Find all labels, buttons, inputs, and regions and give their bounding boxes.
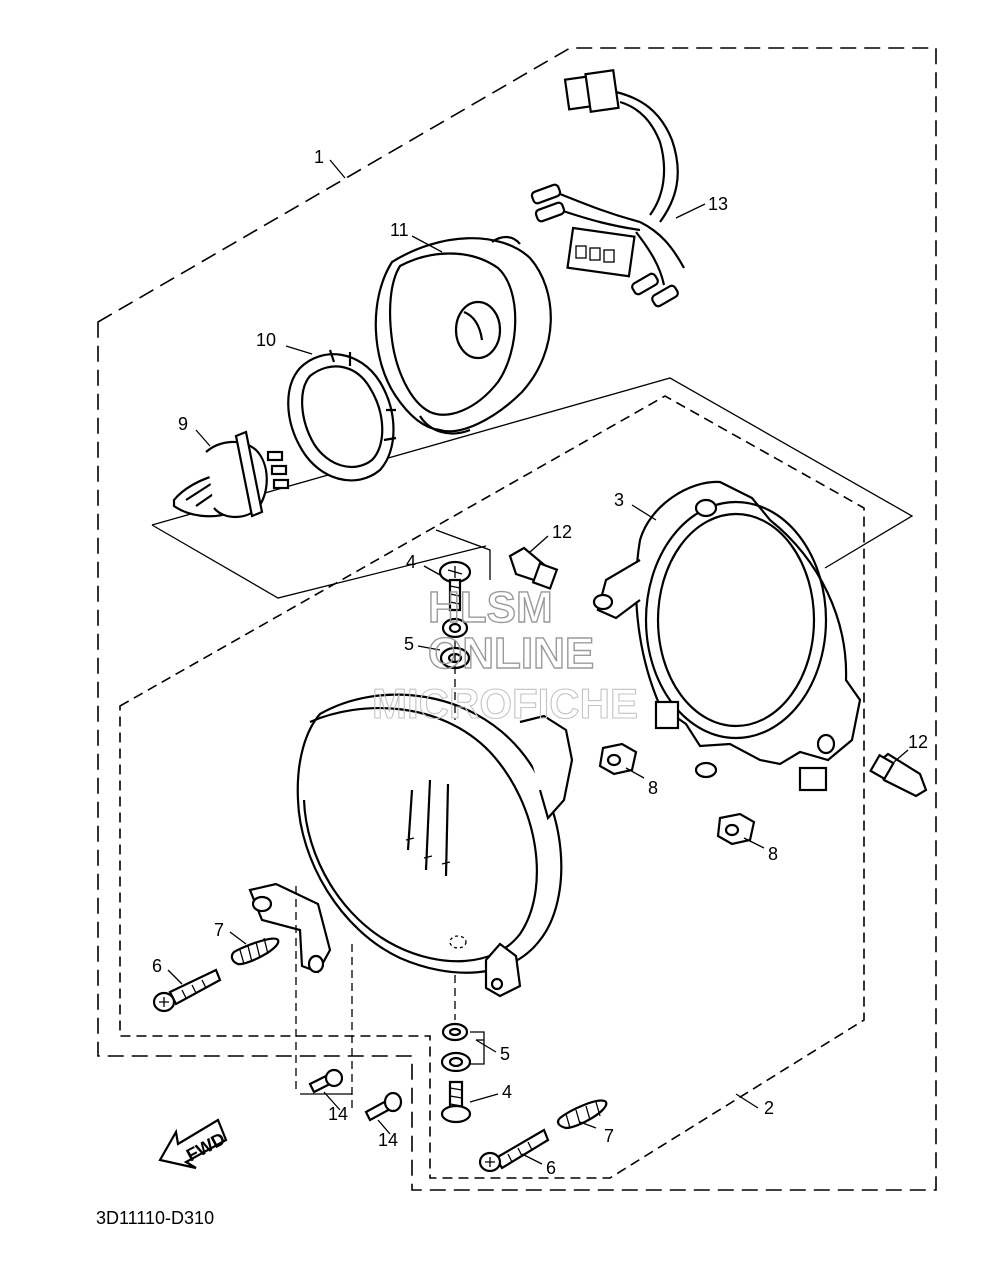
diagram-code: 3D11110-D310 [96,1208,214,1228]
callout-13: 13 [708,194,728,214]
callout-10: 10 [256,330,276,350]
upper-screw-washers [438,560,472,720]
callout-7-lower: 7 [604,1126,614,1146]
watermark-line2: ONLINE [428,629,594,678]
screws-14 [308,1068,403,1122]
callout-6-lower: 6 [546,1158,556,1178]
left-adjust-screw-spring [152,937,280,1013]
callout-4-upper: 4 [406,552,416,572]
callout-2: 2 [764,1098,774,1118]
lower-adjust-screw-spring [478,1099,608,1173]
callout-1: 1 [314,147,324,167]
headlight-bracket [592,480,862,792]
callout-12-upper: 12 [552,522,572,542]
callout-5-lower: 5 [500,1044,510,1064]
bulb-retaining-ring [287,349,397,482]
headlight-bulb [172,430,290,519]
leader-lines [167,159,909,1165]
callout-7-left: 7 [214,920,224,940]
callout-14-right: 14 [378,1130,398,1150]
callout-labels: 1 2 3 4 4 5 5 6 6 7 7 8 8 9 10 11 12 12 … [152,147,928,1178]
watermark: HLSM ONLINE MICROFICHE [371,582,638,727]
small-bulb-parts [508,546,928,798]
assembly-1-boundary [97,47,937,1191]
watermark-line1: HLSM [428,583,553,632]
callout-12-right: 12 [908,732,928,752]
callout-6-left: 6 [152,956,162,976]
watermark-line3: MICROFICHE [372,680,638,727]
assembly-2-boundary [119,395,865,1179]
lower-screw-washers [440,975,472,1124]
callout-14-left: 14 [328,1104,348,1124]
callout-9: 9 [178,414,188,434]
callout-3: 3 [614,490,624,510]
wire-harness [530,68,685,308]
reflector-housing [374,235,552,435]
grommet-parts [598,742,756,846]
bulb-plane-outline [151,377,914,599]
headlight-unit [248,693,574,998]
callout-11: 11 [390,220,409,240]
callout-5-upper: 5 [404,634,414,654]
callout-8-lower: 8 [768,844,778,864]
callout-8-upper: 8 [648,778,658,798]
callout-4-lower: 4 [502,1082,512,1102]
fwd-arrow: FWD [158,1118,229,1170]
